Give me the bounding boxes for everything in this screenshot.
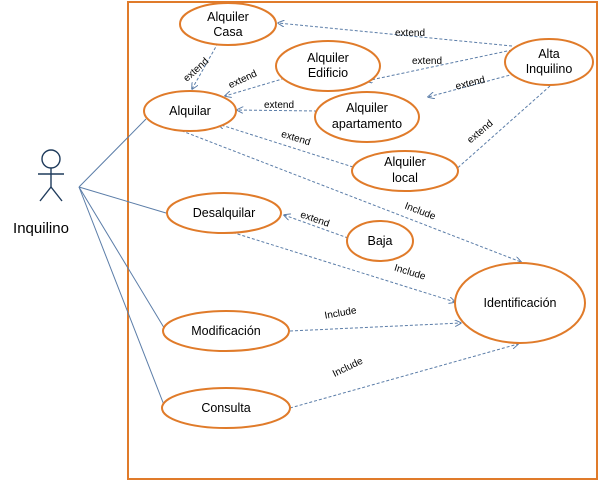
extend-arrow-edificio-to-alquilar <box>225 76 290 96</box>
association-alquilar <box>78 118 147 188</box>
associations <box>78 118 167 406</box>
use-case-label: Modificación <box>191 324 261 338</box>
use-case-label: Alta <box>538 47 560 61</box>
use-case-identificacion[interactable]: Identificación <box>454 262 586 344</box>
include-label-alquilar: Include <box>403 201 437 223</box>
use-case-label: Alquiler <box>307 51 349 65</box>
use-case-label: Alquiler <box>346 101 388 115</box>
use-case-label: apartamento <box>332 117 402 131</box>
include-arrow-desalquilar-to-identificacion <box>227 230 455 302</box>
extend-label-apartamento: extend <box>454 75 486 93</box>
extend-arrow-apartamento-to-alquilar <box>237 110 318 111</box>
use-case-alquiler-local[interactable]: Alquiler local <box>351 150 459 192</box>
use-case-alquiler-casa[interactable]: Alquiler Casa <box>179 2 277 46</box>
extend-label-apartamento-alquilar: extend <box>264 100 294 111</box>
use-case-desalquilar[interactable]: Desalquilar <box>166 192 282 234</box>
include-arrow-consulta-to-identificacion <box>289 344 518 409</box>
extend-label-baja: extend <box>299 210 331 230</box>
association-consulta <box>78 186 165 406</box>
extend-arrow-alta-to-casa <box>278 23 513 47</box>
use-case-label: Identificación <box>484 296 557 310</box>
use-case-label: Desalquilar <box>193 206 256 220</box>
extend-arrow-alta-to-local <box>444 85 551 180</box>
include-arrow-modificacion-to-identificacion <box>289 323 461 332</box>
use-case-modificacion[interactable]: Modificación <box>162 310 290 352</box>
dependencies <box>176 23 551 409</box>
actor-head <box>41 149 61 169</box>
use-case-label: Alquilar <box>169 104 211 118</box>
actor-inquilino <box>38 149 64 202</box>
use-case-label: Inquilino <box>526 62 573 76</box>
extend-label-local: extend <box>465 118 495 146</box>
use-case-label: Consulta <box>201 401 250 415</box>
include-label-desalquilar: Include <box>393 263 427 283</box>
include-arrow-alquilar-to-identificacion <box>176 128 521 262</box>
use-case-alquilar[interactable]: Alquilar <box>143 90 237 132</box>
use-case-label: local <box>392 171 418 185</box>
use-case-alquiler-apartamento[interactable]: Alquiler apartamento <box>314 91 420 143</box>
extend-arrow-local-to-alquilar <box>218 124 354 168</box>
use-case-label: Alquiler <box>207 10 249 24</box>
extend-label-casa: extend <box>395 28 425 39</box>
use-case-consulta[interactable]: Consulta <box>161 387 291 429</box>
use-case-alta-inquilino[interactable]: Alta Inquilino <box>504 38 594 86</box>
extend-arrow-casa-to-alquilar <box>192 42 219 89</box>
extend-label-edificio: extend <box>412 56 442 67</box>
use-case-label: Baja <box>367 234 392 248</box>
actor-right-leg <box>50 186 63 202</box>
actor-left-leg <box>39 186 52 202</box>
use-case-label: Alquiler <box>384 155 426 169</box>
use-case-baja[interactable]: Baja <box>346 220 414 262</box>
system-boundary <box>127 1 598 480</box>
extend-label-casa-alquilar: extend <box>181 56 211 84</box>
extend-arrow-baja-to-desalquilar <box>284 215 349 239</box>
association-desalquilar <box>78 186 167 214</box>
use-case-alquiler-edificio[interactable]: Alquiler Edificio <box>275 40 381 92</box>
include-label-modificacion: Include <box>324 305 358 322</box>
actor-name: Inquilino <box>13 220 69 237</box>
use-case-label: Casa <box>213 25 242 39</box>
include-label-consulta: Include <box>331 356 365 380</box>
use-case-label: Edificio <box>308 66 348 80</box>
association-modificacion <box>78 186 167 332</box>
